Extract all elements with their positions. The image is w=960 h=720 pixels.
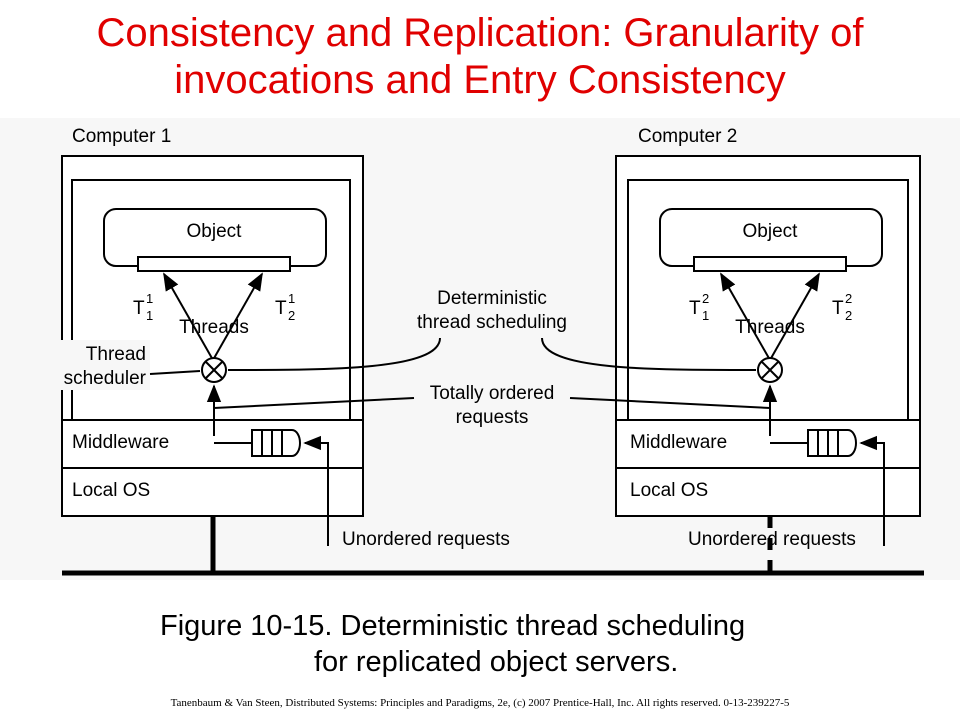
- computer1-middleware-label: Middleware: [72, 432, 169, 453]
- computer2-local-os-label: Local OS: [630, 480, 708, 501]
- deterministic-scheduling-label: Deterministic thread scheduling: [417, 288, 567, 333]
- svg-text:scheduler: scheduler: [64, 368, 147, 389]
- computer1-label: Computer 1: [72, 126, 171, 147]
- totally-ordered-pointer-left: [213, 397, 415, 409]
- svg-text:1: 1: [702, 308, 709, 323]
- slide-title: Consistency and Replication: Granularity…: [0, 10, 960, 104]
- svg-text:T: T: [689, 298, 701, 319]
- computer1-thread2-arrow: [212, 272, 263, 361]
- computer2-middleware-label: Middleware: [630, 432, 727, 453]
- computer2-threads-label: Threads: [735, 317, 805, 338]
- computer1-threads-label: Threads: [179, 317, 249, 338]
- computer2-thread2-arrow: [769, 272, 820, 361]
- computer2-object-label: Object: [743, 221, 799, 242]
- unordered-requests-left-label: Unordered requests: [342, 529, 510, 550]
- copyright-footer: Tanenbaum & Van Steen, Distributed Syste…: [170, 697, 790, 709]
- computer2-thread1-arrow: [720, 272, 771, 361]
- computer2-label: Computer 2: [638, 126, 737, 147]
- thread-scheduler-pointer: [149, 370, 201, 375]
- totally-ordered-pointer-right: [569, 397, 771, 409]
- totally-ordered-label: Totally ordered requests: [430, 383, 555, 428]
- svg-text:Thread: Thread: [86, 344, 146, 365]
- svg-text:2: 2: [845, 308, 852, 323]
- svg-text:Totally ordered: Totally ordered: [430, 383, 555, 404]
- svg-text:1: 1: [288, 291, 295, 306]
- computer2-unordered-request-arrow: [859, 435, 885, 546]
- computer1-local-os-label: Local OS: [72, 480, 150, 501]
- computer2-scheduler-icon: [757, 357, 783, 383]
- slide-title-line1: Consistency and Replication: Granularity…: [96, 11, 864, 55]
- computer1-thread-t1: T 1 1: [133, 291, 153, 323]
- deterministic-pointer-right: [541, 337, 757, 371]
- svg-text:2: 2: [845, 291, 852, 306]
- computer1-object-interface: [137, 256, 291, 272]
- thread-scheduler-label: Thread scheduler: [50, 340, 150, 390]
- computer1-thread-t2: T 1 2: [275, 291, 295, 323]
- computer1-thread1-arrow: [163, 272, 214, 361]
- svg-text:1: 1: [146, 291, 153, 306]
- slide-title-line2: invocations and Entry Consistency: [174, 58, 786, 102]
- computer1: Computer 1 Object T 1 1 T 1 2 Threads Mi…: [61, 126, 364, 546]
- computer2-thread-t1: T 2 1: [689, 291, 709, 323]
- svg-text:thread scheduling: thread scheduling: [417, 312, 567, 333]
- svg-text:2: 2: [288, 308, 295, 323]
- svg-text:T: T: [275, 298, 287, 319]
- computer2: Computer 2 Object T 2 1 T 2 2 Threads Mi…: [615, 126, 921, 546]
- computer2-thread-t2: T 2 2: [832, 291, 852, 323]
- figure-caption-line2: for replicated object servers.: [314, 646, 679, 678]
- deterministic-pointer-left: [227, 337, 441, 371]
- computer1-unordered-request-arrow: [303, 435, 329, 546]
- computer2-request-queue: [770, 429, 857, 457]
- figure-caption-line1: Figure 10-15. Deterministic thread sched…: [160, 610, 746, 642]
- svg-text:1: 1: [146, 308, 153, 323]
- replicated-object-servers-diagram: Computer 1 Object T 1 1 T 1 2 Threads Mi…: [0, 118, 960, 580]
- unordered-requests-right-label: Unordered requests: [688, 529, 856, 550]
- computer2-object-interface: [693, 256, 847, 272]
- svg-text:Deterministic: Deterministic: [437, 288, 547, 309]
- svg-text:T: T: [832, 298, 844, 319]
- computer1-request-queue: [214, 429, 301, 457]
- svg-text:2: 2: [702, 291, 709, 306]
- computer1-scheduler-icon: [201, 357, 227, 383]
- svg-text:T: T: [133, 298, 145, 319]
- computer1-object-label: Object: [187, 221, 243, 242]
- svg-text:requests: requests: [456, 407, 529, 428]
- figure-caption: Figure 10-15. Deterministic thread sched…: [0, 608, 960, 680]
